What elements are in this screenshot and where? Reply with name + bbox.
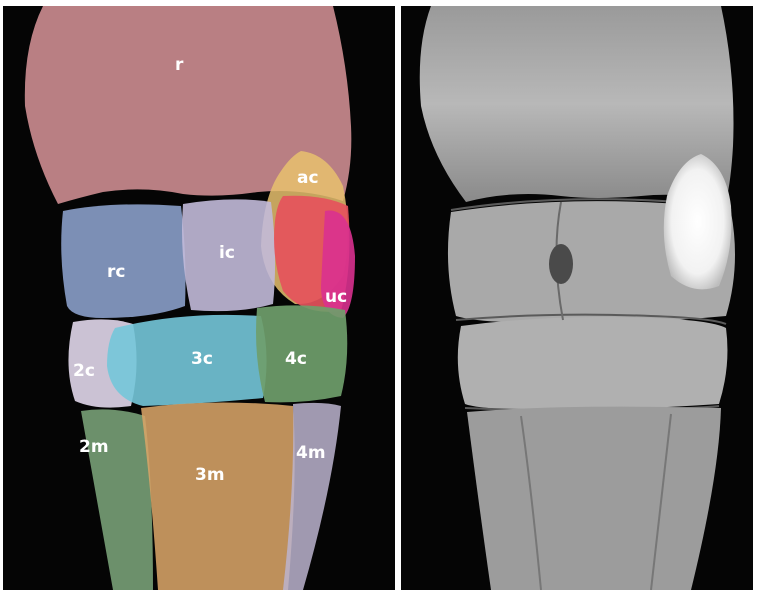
label-ic: ic (219, 243, 235, 263)
label-3c: 3c (191, 349, 213, 369)
label-2m: 2m (79, 437, 109, 457)
plain-radiograph (401, 6, 753, 590)
label-uc: uc (325, 287, 347, 307)
label-4m: 4m (296, 443, 326, 463)
label-r: r (175, 55, 184, 75)
annotated-radiograph-panel: r ac rc ic uc 2c 3c 4c 2m 3m 4m (3, 6, 395, 590)
third-carpal-region (107, 315, 267, 406)
xray-metacarpus (467, 407, 721, 590)
plain-radiograph-panel (401, 6, 753, 590)
label-4c: 4c (285, 349, 307, 369)
third-metacarpal-region (141, 402, 295, 590)
label-ac: ac (297, 168, 319, 188)
xray-distal-carpal-row (458, 317, 728, 410)
label-rc: rc (107, 262, 125, 282)
annotated-radiograph: r ac rc ic uc 2c 3c 4c 2m 3m 4m (3, 6, 395, 590)
label-2c: 2c (73, 361, 95, 381)
label-3m: 3m (195, 465, 225, 485)
